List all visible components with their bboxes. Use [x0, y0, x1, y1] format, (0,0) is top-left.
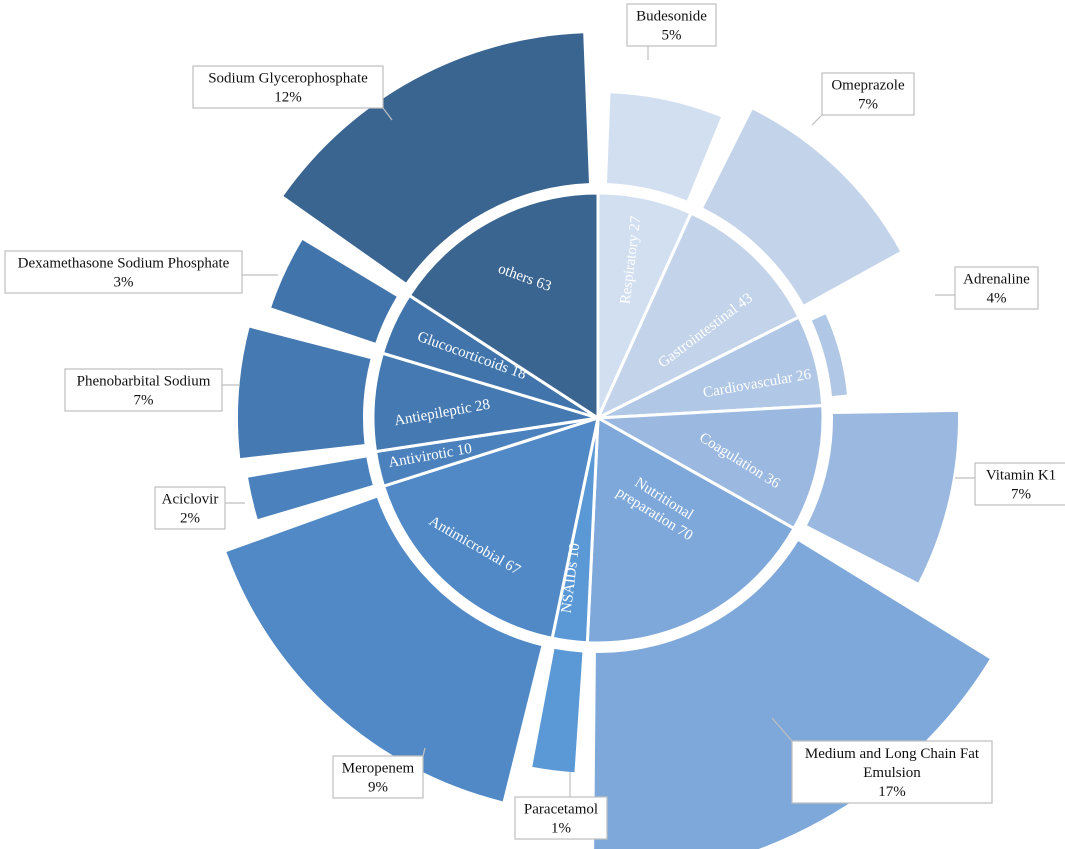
callout-percent: 7% [858, 97, 878, 113]
callout-percent: 17% [878, 784, 906, 800]
inner-segment-coagulation [592, 403, 825, 531]
callout-percent: 7% [1011, 487, 1031, 503]
callout-drug-name: Adrenaline [963, 272, 1030, 288]
callout-percent: 2% [180, 511, 200, 527]
callout-percent: 3% [114, 275, 134, 291]
callout-box [64, 368, 223, 412]
outer-segment-sodium-glycerophosphate [283, 33, 589, 283]
callout-leader-line [811, 114, 823, 126]
inner-segment-gastrointestinal [594, 211, 802, 422]
callout-leader-line [771, 717, 793, 742]
callout-drug-name: Sodium Glycerophosphate [208, 71, 368, 87]
callout-phenobarbital-sodium: Phenobarbital Sodium 7% [64, 368, 240, 412]
callout-dexamethasone-sodium-phosphate: Dexamethasone Sodium Phosphate 3% [4, 250, 278, 294]
outer-segment-omeprazole [703, 109, 901, 305]
callout-leader-line [382, 107, 393, 121]
callout-percent: 4% [987, 291, 1007, 307]
callout-leader-line [422, 747, 426, 757]
callout-labels: Budesonide 5% Omeprazole 7% Adrenaline 4% Vita… [4, 3, 1065, 840]
callout-drug-name: Meropenem [342, 761, 415, 777]
outer-segment-vitamin-k1 [807, 411, 958, 583]
callout-drug-name: Omeprazole [831, 78, 905, 94]
callout-drug-name: Phenobarbital Sodium [77, 374, 211, 390]
callout-drug-name: Emulsion [863, 765, 921, 781]
callout-box [954, 266, 1039, 310]
callout-drug-name: Aciclovir [162, 492, 219, 508]
callout-box [192, 65, 384, 109]
inner-segment-others [407, 191, 600, 421]
callout-percent: 1% [551, 821, 571, 837]
callout-drug-name: Budesonide [636, 9, 707, 25]
outer-segment-dexamethasone-sodium-phosphate [271, 239, 397, 343]
outer-segment-aciclovir [248, 457, 373, 520]
callout-aciclovir: Aciclovir 2% [154, 486, 245, 530]
callout-budesonide: Budesonide 5% [626, 3, 717, 60]
callout-percent: 5% [662, 28, 682, 44]
callout-sodium-glycerophosphate: Sodium Glycerophosphate 12% [192, 65, 393, 121]
callout-omeprazole: Omeprazole 7% [811, 72, 915, 126]
callout-box [4, 250, 243, 294]
inner-ring [371, 191, 825, 645]
callout-meropenem: Meropenem 9% [332, 747, 426, 799]
outer-segment-budesonide [607, 93, 721, 201]
callout-drug-name: Dexamethasone Sodium Phosphate [18, 256, 230, 272]
callout-box [821, 72, 915, 116]
callout-box [974, 462, 1065, 506]
callout-box [332, 755, 424, 799]
callout-drug-name: Medium and Long Chain Fat [805, 746, 980, 762]
callout-percent: 7% [134, 393, 154, 409]
outer-segment-meropenem [226, 497, 542, 802]
callout-box [514, 796, 608, 840]
callout-percent: 9% [368, 780, 388, 796]
callout-box [154, 486, 226, 530]
callout-percent: 12% [274, 90, 302, 106]
inner-segment-antimicrobial [381, 415, 600, 641]
callout-drug-name: Paracetamol [524, 802, 598, 818]
callout-box [626, 3, 717, 47]
outer-segment-phenobarbital-sodium [238, 327, 371, 459]
outer-segment-paracetamol [532, 648, 583, 773]
callout-adrenaline: Adrenaline 4% [935, 266, 1039, 310]
callout-vitamin-k1: Vitamin K1 7% [955, 462, 1065, 506]
callout-paracetamol: Paracetamol 1% [514, 772, 608, 840]
callout-box [791, 740, 993, 804]
callout-drug-name: Vitamin K1 [986, 468, 1056, 484]
outer-segment-adrenaline [811, 314, 847, 397]
inner-segment-nutritional-preparation [585, 415, 797, 645]
